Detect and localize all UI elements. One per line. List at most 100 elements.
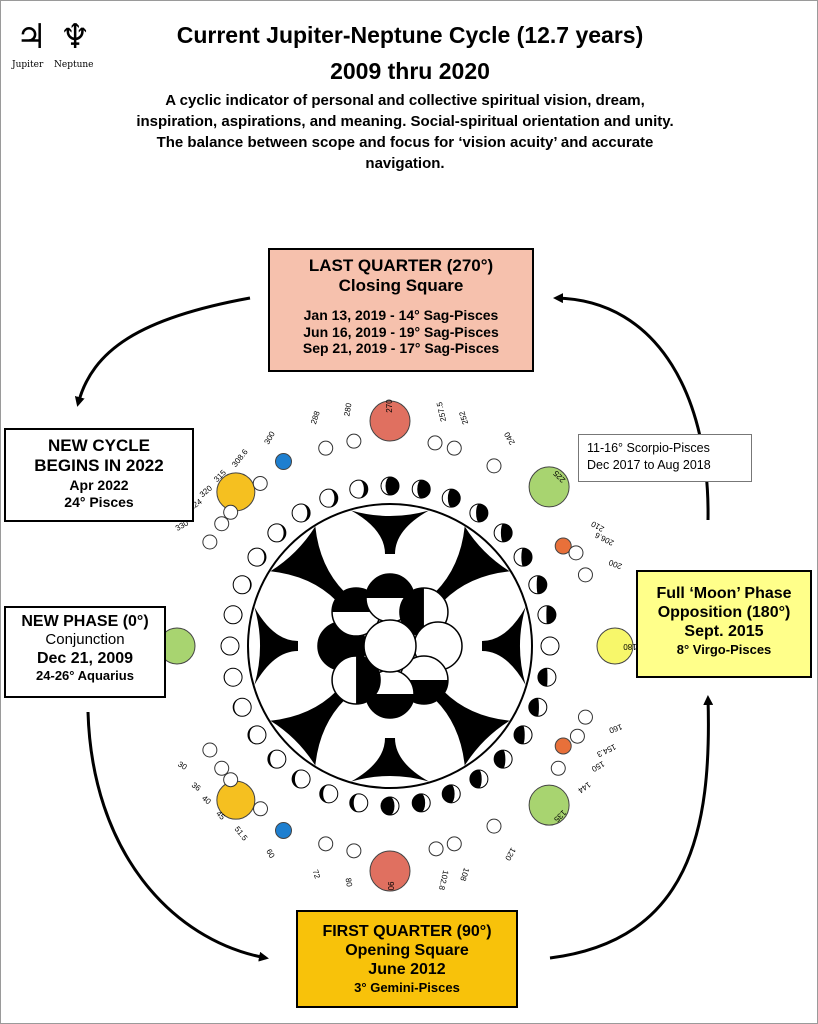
outer-small-circle [223,504,239,520]
degree-label: 288 [309,409,322,425]
ring-phase-shadow [442,784,455,803]
new-phase-heading: NEW PHASE (0°) [21,613,149,630]
ring-phase-circle [493,749,513,769]
planet-symbols: ♃ ♆ Jupiter Neptune [8,14,94,74]
degree-label: 206.6 [593,530,615,547]
degree-label: 72 [311,869,322,881]
ring-phase-circle [220,636,240,656]
ring-phase-circle [319,784,339,804]
outer-small-circle [577,567,593,583]
degree-label: 80 [344,877,355,888]
cusp-wedge [270,691,345,766]
ring-phase-shadow [521,548,533,567]
ring-phase-shadow [412,793,426,812]
new-phase-box: NEW PHASE (0°) Conjunction Dec 21, 2009 … [4,606,166,698]
description-line: inspiration, aspirations, and meaning. S… [136,113,674,130]
jupiter-label: Jupiter [12,60,44,70]
ring-phase-circle [441,488,461,508]
outer-small-circle [252,475,268,491]
inner-phase-shadow [356,655,381,704]
outer-marker-circle [528,466,570,508]
ring-phase-circle [349,479,369,499]
description-line: A cyclic indicator of personal and colle… [165,92,645,109]
outer-marker-circle [528,784,570,826]
wheel-ring [220,476,560,816]
degree-label: 144 [576,780,593,795]
first-quarter-subheading: Opening Square [345,942,469,960]
outer-small-circle [214,516,230,532]
ring-phase-circle [469,769,489,789]
degree-label: 36 [190,780,203,793]
ring-phase-shadow [349,793,359,812]
last-quarter-date: Jan 13, 2019 - 14° Sag-Pisces [303,306,499,323]
outer-small-circle [550,760,566,776]
full-phase-position: 8° Virgo-Pisces [676,641,772,657]
ring-phase-shadow [546,605,556,624]
degree-label: 270 [385,399,394,413]
last-quarter-box: LAST QUARTER (270°) Closing Square Jan 1… [268,248,534,372]
last-quarter-date: Jun 16, 2019 - 19° Sag-Pisces [303,323,499,340]
outer-small-circle [214,760,230,776]
ring-phase-shadow [319,784,329,803]
ring-phase-circle [319,488,339,508]
ring-phase-circle [441,784,461,804]
last-quarter-date: Sep 21, 2019 - 17° Sag-Pisces [302,340,500,357]
outer-small-circle [202,534,218,550]
ring-phase-circle [513,547,533,567]
degree-label: 150 [590,759,607,774]
outer-small-circle [253,801,269,817]
degree-label: 200 [607,558,623,571]
outer-marker-circle [369,400,411,442]
cusp-wedge [351,510,429,554]
jupiter-symbol-icon: ♃ [16,17,47,57]
degree-label: 51.5 [233,825,250,843]
outer-small-circle [446,836,462,852]
ring-phase-shadow [476,503,488,522]
new-phase-date: Dec 21, 2009 [36,650,134,668]
full-phase-line2: Opposition (180°) [657,604,791,622]
outer-small-circle [318,836,334,852]
degree-label: 90 [386,882,395,891]
degree-label: 180 [623,642,637,651]
new-phase-position: 24-26° Aquarius [36,668,134,684]
ring-phase-shadow [381,797,395,815]
center-circle [363,619,417,673]
neptune-symbol-icon: ♆ [60,17,91,57]
degree-label: 300 [262,429,277,446]
ring-phase-circle [247,725,267,745]
description-line: The balance between scope and focus for … [156,134,654,151]
ring-phase-outline [540,636,560,656]
ring-phase-shadow [276,523,286,542]
cusp-wedge [435,526,510,601]
inner-phase-shadow [399,588,424,637]
ring-phase-circle [223,605,243,625]
outer-small-circle [486,458,502,474]
full-phase-line1: Full ‘Moon’ Phase [656,585,792,602]
scorpio-note-line2: Dec 2017 to Aug 2018 [587,458,711,472]
ring-phase-circle [537,667,557,687]
cusp-wedge [482,607,526,685]
page-title: Current Jupiter-Neptune Cycle (12.7 year… [176,22,644,48]
scorpio-pisces-note: 11-16° Scorpio-Pisces Dec 2017 to Aug 20… [578,434,752,482]
outer-small-circle [577,709,593,725]
neptune-label: Neptune [54,60,94,70]
new-phase-aspect: Conjunction [45,631,125,649]
outer-small-circle [569,728,585,744]
ring-phase-circle [493,523,513,543]
outer-marker-circle [369,850,411,892]
last-quarter-heading: LAST QUARTER (270°) [308,256,494,275]
cusp-wedge [270,526,345,601]
outer-marker-circle [554,537,572,555]
degree-label: 257.5 [435,400,448,422]
ring-phase-circle [528,575,548,595]
degree-label: 30 [176,760,189,773]
new-cycle-date: Apr 2022 [69,476,129,493]
ring-phase-circle [232,697,252,717]
new-cycle-box: NEW CYCLE BEGINS IN 2022 Apr 2022 24° Pi… [4,428,194,522]
degree-label: 160 [607,722,623,735]
ring-phase-circle [380,796,400,816]
ring-phase-outline [220,636,240,656]
cusp-wedge [435,691,510,766]
first-quarter-date: June 2012 [368,961,446,979]
degree-label: 40 [200,794,213,807]
